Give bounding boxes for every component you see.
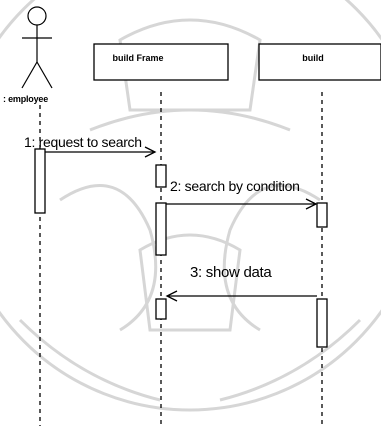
object-label-build-frame: build Frame <box>112 53 164 63</box>
activation-build-2 <box>316 298 328 348</box>
actor-label: : employee <box>3 94 49 104</box>
activation-employee <box>34 148 46 214</box>
activation-build-frame-1 <box>155 164 167 188</box>
watermark-seal <box>0 0 381 412</box>
activation-build-1 <box>316 202 328 228</box>
message-2-label: 2: search by condition <box>170 178 300 194</box>
activation-build-frame-3 <box>155 298 167 320</box>
stick-figure-icon <box>21 6 53 89</box>
object-box-build-frame <box>93 43 229 81</box>
message-3-label: 3: show data <box>190 264 272 281</box>
object-box-build <box>258 43 381 81</box>
message-1-label: 1: request to search <box>24 134 142 150</box>
object-label-build: build <box>302 53 324 63</box>
activation-build-frame-2 <box>155 202 167 256</box>
